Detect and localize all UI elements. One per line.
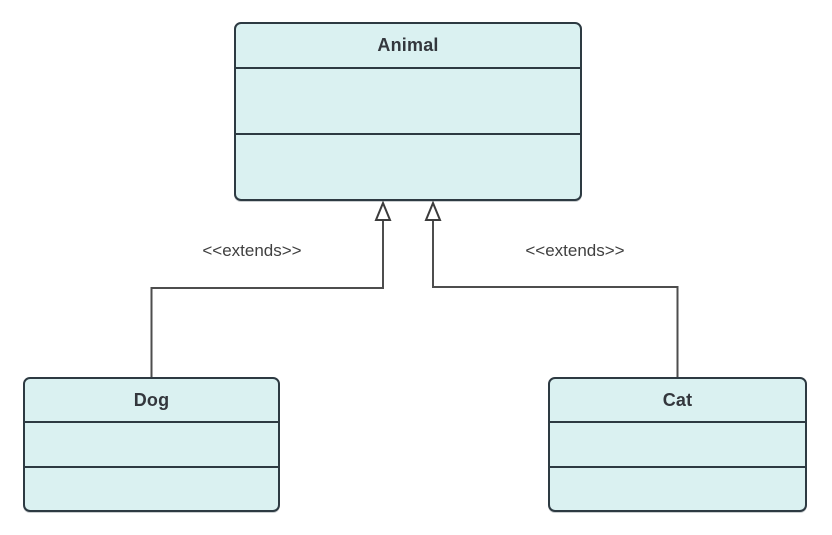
class-box-cat[interactable]: Cat: [548, 377, 807, 512]
methods-compartment-cat: [550, 468, 805, 511]
attributes-compartment-animal: [236, 69, 580, 135]
class-title-animal: Animal: [236, 24, 580, 69]
inheritance-arrowhead-cat: [424, 200, 442, 221]
class-title-cat: Cat: [550, 379, 805, 423]
extends-label-dog: <<extends>>: [202, 241, 302, 260]
attributes-compartment-cat: [550, 423, 805, 468]
inheritance-arrowhead-dog: [374, 200, 392, 221]
class-box-animal[interactable]: Animal: [234, 22, 582, 201]
extends-label-cat: <<extends>>: [525, 241, 625, 260]
inheritance-connector-dog-animal[interactable]: [150, 200, 392, 377]
connector-line-cat[interactable]: [432, 220, 679, 377]
connector-line-dog[interactable]: [150, 220, 384, 377]
class-title-dog: Dog: [25, 379, 278, 423]
inheritance-connector-cat-animal[interactable]: [424, 200, 679, 377]
class-box-dog[interactable]: Dog: [23, 377, 280, 512]
attributes-compartment-dog: [25, 423, 278, 468]
methods-compartment-animal: [236, 135, 580, 199]
methods-compartment-dog: [25, 468, 278, 511]
